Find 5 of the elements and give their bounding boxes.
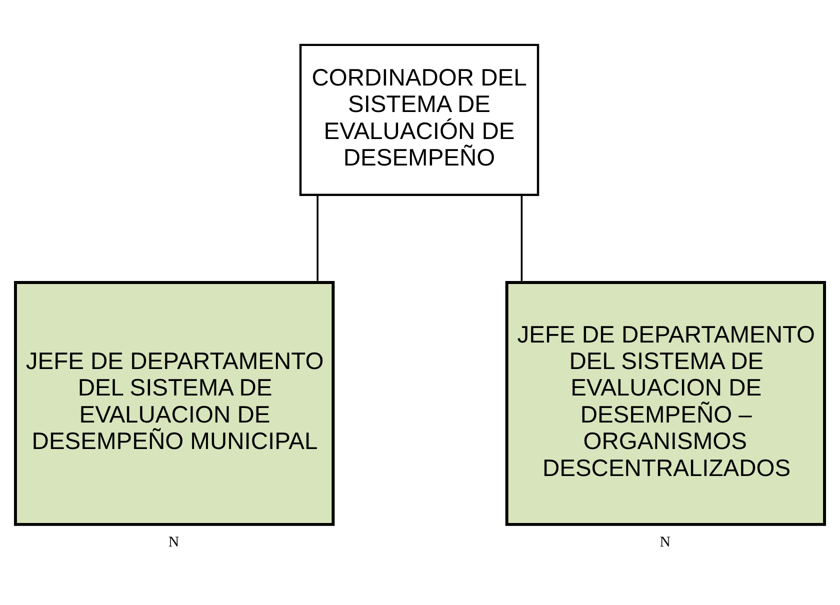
node-box: CORDINADOR DEL SISTEMA DE EVALUACIÓN DE DESEMPEÑO — [299, 44, 540, 196]
connector — [520, 195, 523, 281]
connector — [316, 195, 318, 281]
node-label: N — [168, 534, 180, 551]
node-label: N — [660, 534, 670, 551]
